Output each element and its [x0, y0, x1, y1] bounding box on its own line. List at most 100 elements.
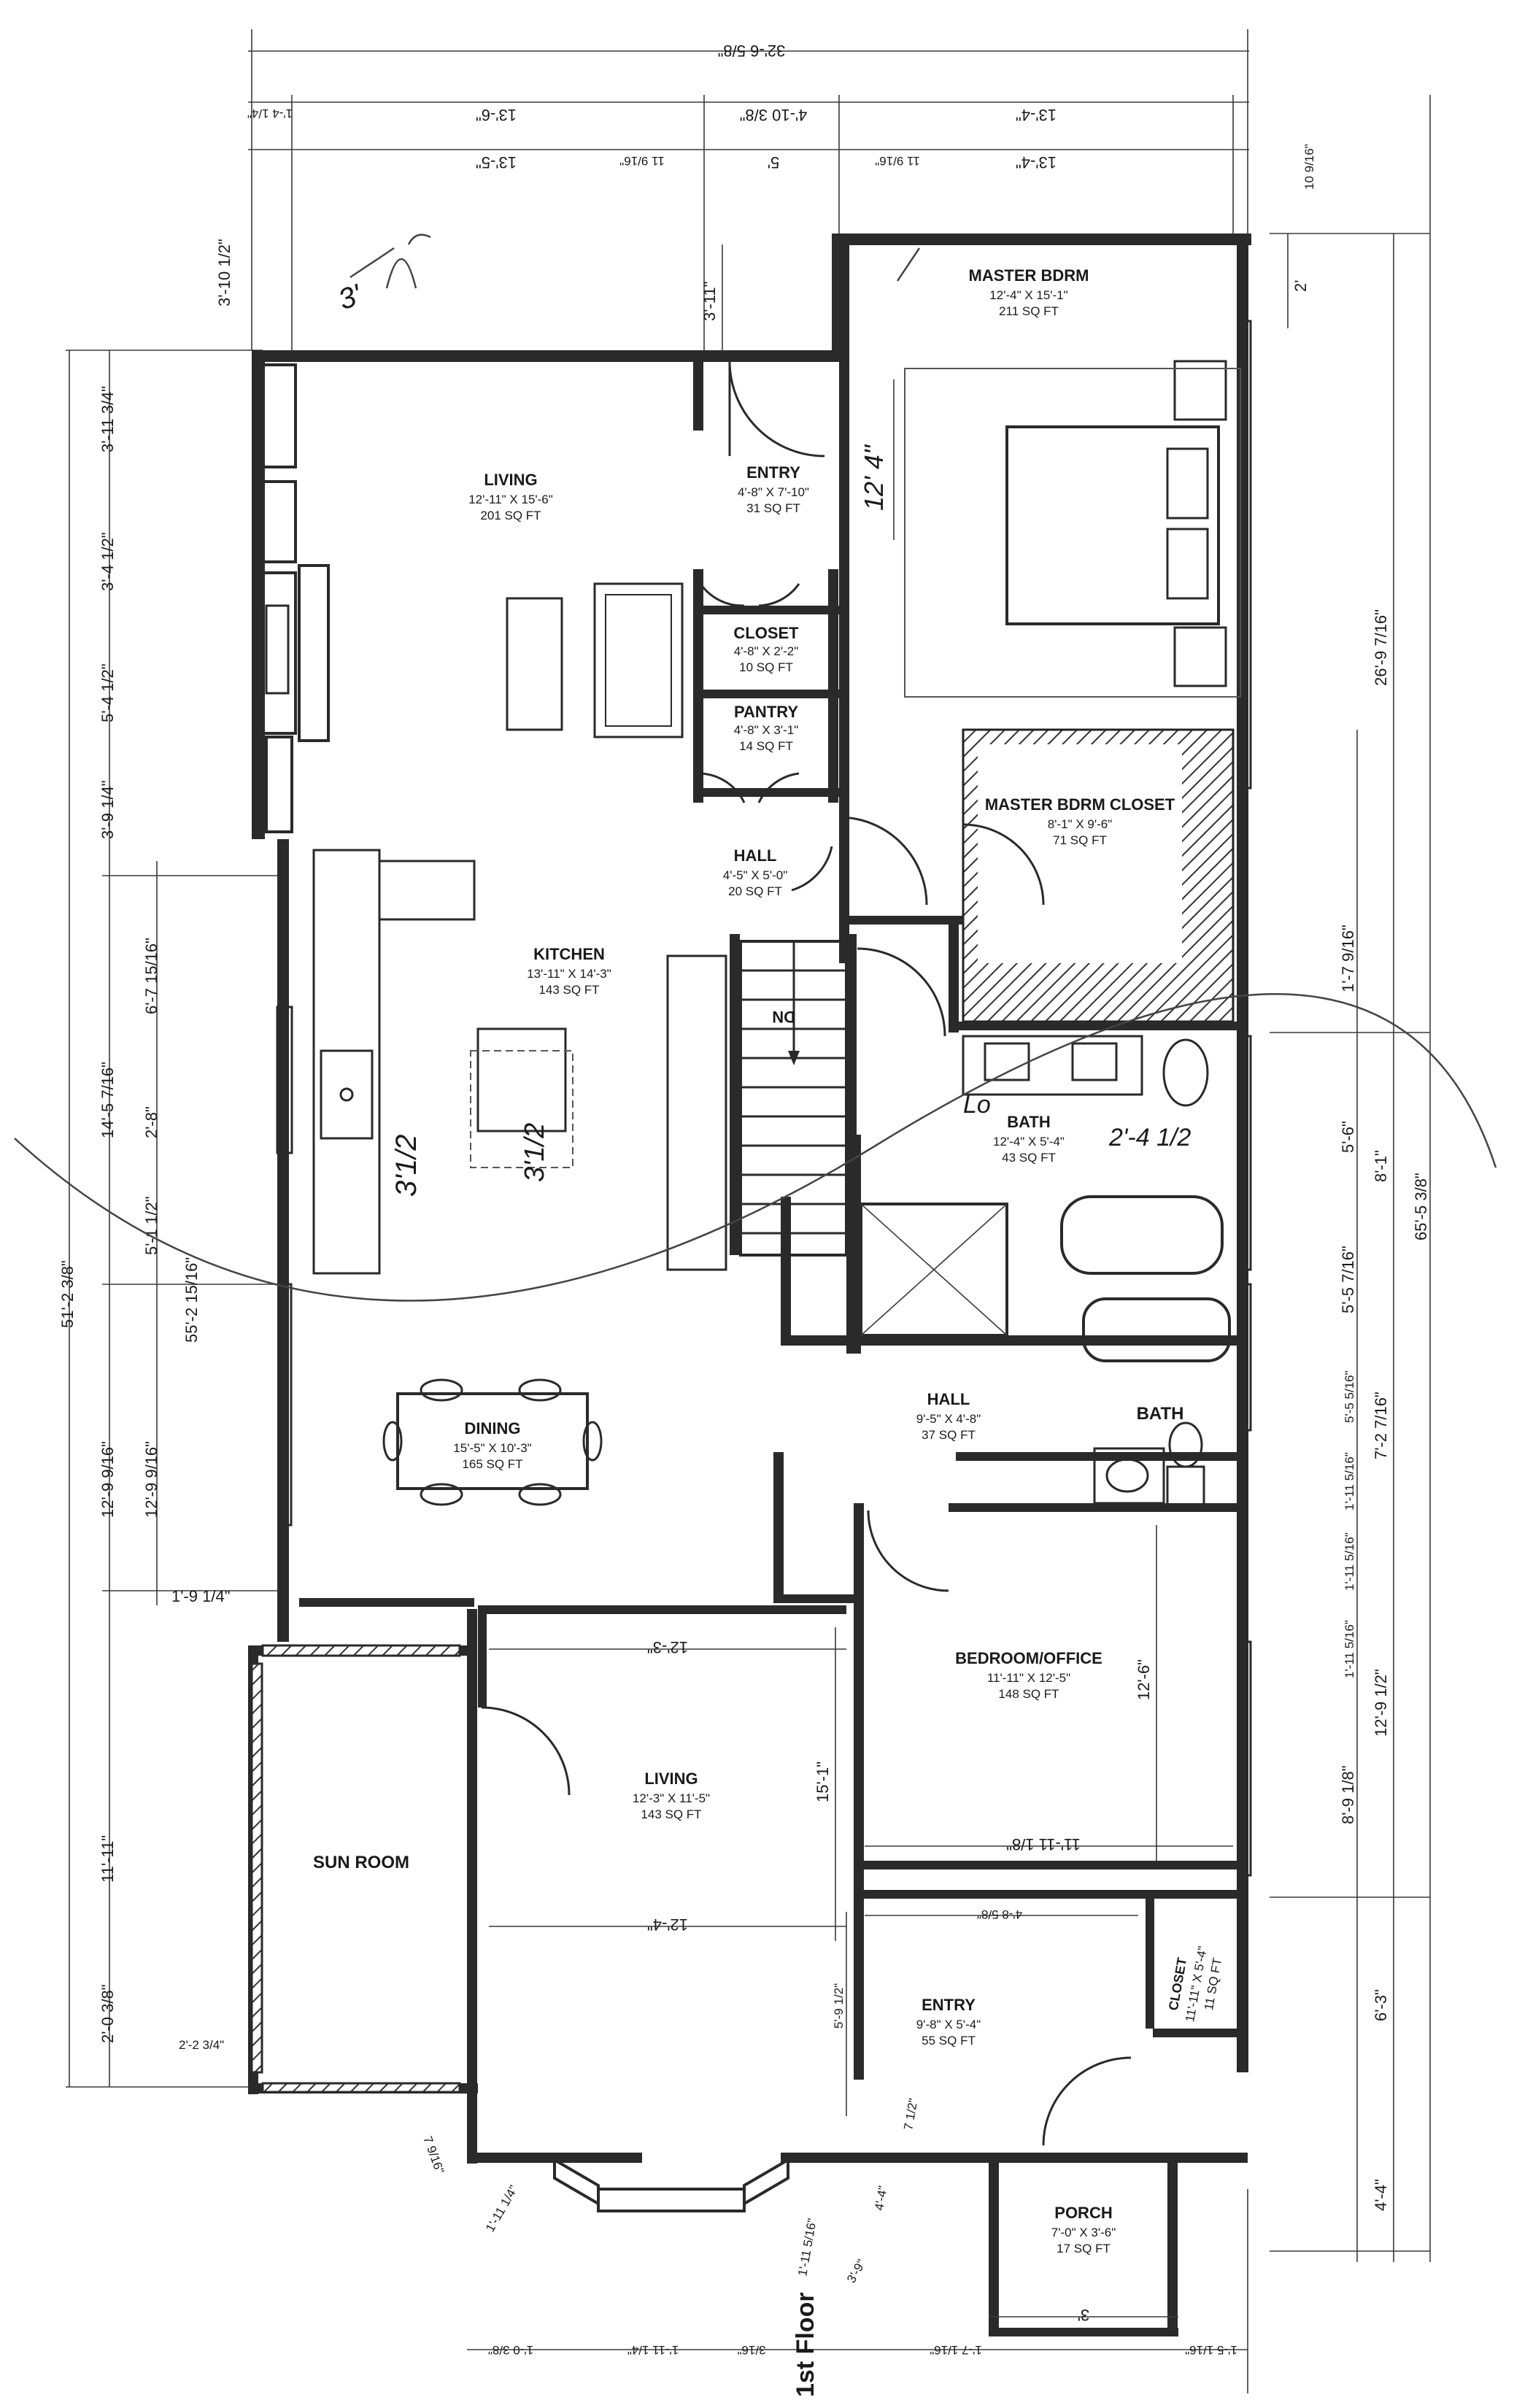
- dining-size: 15'-5" X 10'-3": [453, 1441, 531, 1455]
- dim-left-a: 3'-10 1/2": [215, 239, 233, 306]
- kitchen-name: KITCHEN: [533, 945, 605, 963]
- dim-liv-h: 15'-1": [814, 1761, 832, 1802]
- closet-name: CLOSET: [733, 624, 799, 642]
- dim-bay-f: 3'-9": [844, 2257, 868, 2285]
- hall-lower-name: HALL: [927, 1390, 970, 1408]
- living-lower-area: 143 SQ FT: [641, 1807, 701, 1821]
- bath-upper-name: BATH: [1007, 1113, 1050, 1131]
- interior-dimension-lines: [489, 244, 1233, 2116]
- dim-entry-h: 5'-9 1/2": [832, 1983, 846, 2029]
- dim-bed-w1: 11'-11 1/8": [1006, 1835, 1081, 1853]
- dim-right-b: 5'-6": [1339, 1121, 1357, 1153]
- dim-left-h: 2'-8": [142, 1106, 161, 1138]
- pantry-name: PANTRY: [734, 703, 798, 721]
- bottom-dimension-lines: [467, 2189, 1248, 2393]
- bedroom-office-size: 11'-11" X 12'-5": [987, 1671, 1070, 1685]
- room-labels: MASTER BDRM 12'-4" X 15'-1" 211 SQ FT LI…: [313, 266, 1224, 2255]
- dim-left-m: 1'-9 1/4": [171, 1587, 231, 1605]
- dim-right-i: 1'-11 5/16": [1343, 1620, 1356, 1678]
- stair: [739, 940, 848, 1257]
- dim-left-overall: 51'-2 3/8": [58, 1260, 77, 1328]
- dim-right-m: 4'-4": [1372, 2179, 1390, 2211]
- kitchen-area: 143 SQ FT: [538, 983, 599, 997]
- dim-bay-a: 1'-11 1/4": [483, 2183, 521, 2234]
- master-bdrm-size: 12'-4" X 15'-1": [989, 288, 1067, 302]
- pencil-note-2: 3'1/2: [390, 1135, 422, 1197]
- hall-upper-area: 20 SQ FT: [728, 884, 782, 898]
- closet-size: 4'-8" X 2'-2": [734, 644, 799, 658]
- dim-left-f: 6'-7 15/16": [142, 938, 161, 1014]
- hall-upper-size: 4'-5" X 5'-0": [723, 868, 788, 882]
- hall-lower-size: 9'-5" X 4'-8": [916, 1412, 981, 1426]
- living-upper-area: 201 SQ FT: [480, 509, 541, 522]
- entry-upper-area: 31 SQ FT: [746, 501, 800, 515]
- dim-bay-d: 7 1/2": [901, 2097, 920, 2131]
- pantry-area: 14 SQ FT: [739, 739, 793, 753]
- dim-bay-e: 4'-4": [872, 2185, 890, 2212]
- bedroom-office-name: BEDROOM/OFFICE: [955, 1649, 1102, 1667]
- dim-right-top: 10 9/16": [1302, 144, 1316, 190]
- master-closet-size: 8'-1" X 9'-6": [1048, 817, 1113, 831]
- dim-left-n: 11'-11": [99, 1835, 117, 1883]
- dim-top2-e: 13'-4": [1016, 153, 1057, 171]
- dim-right-g: 1'-11 5/16": [1343, 1452, 1356, 1510]
- pencil-note-5: 2'-4 1/2: [1108, 1124, 1191, 1151]
- dim-right-2: 2': [1291, 280, 1310, 292]
- interior-walls: [299, 234, 1248, 2336]
- dim-right-k: 8'-9 1/8": [1339, 1765, 1357, 1824]
- entry-lower-size: 9'-8" X 5'-4": [916, 2018, 981, 2031]
- dim-top-d: 13'-4": [1016, 106, 1057, 124]
- master-closet-area: 71 SQ FT: [1053, 833, 1107, 847]
- dim-top2-c: 5': [768, 153, 779, 171]
- dim-top-overall: 32'-6 5/8": [718, 42, 786, 60]
- dining-name: DINING: [465, 1419, 521, 1438]
- dim-bot-f: 1'-5 1/16": [1185, 2343, 1237, 2357]
- left-dimension-lines: [66, 350, 277, 2088]
- dim-bed-h: 12'-6": [1135, 1659, 1153, 1700]
- bath-upper-area: 43 SQ FT: [1002, 1151, 1056, 1165]
- kitchen-size: 13'-11" X 14'-3": [527, 967, 611, 981]
- porch-size: 7'-0" X 3'-6": [1051, 2226, 1116, 2239]
- dim-left-d: 5'-4 1/2": [99, 663, 117, 722]
- dim-top2-a: 13'-5": [476, 153, 517, 171]
- dim-right-j: 12'-9 1/2": [1372, 1669, 1390, 1737]
- dim-left-o: 2'-0 3/8": [99, 1984, 117, 2043]
- hall-upper-name: HALL: [734, 846, 777, 865]
- dim-bot-c: 3/16": [737, 2343, 765, 2357]
- porch-name: PORCH: [1054, 2204, 1112, 2222]
- living-upper-name: LIVING: [484, 471, 537, 489]
- dim-top-c: 4'-10 3/8": [740, 106, 808, 124]
- dim-right-a: 1'-7 9/16": [1339, 925, 1357, 992]
- top-dimension-lines: [248, 29, 1249, 350]
- dim-top-a: 13'-6": [476, 106, 517, 124]
- dining-area: 165 SQ FT: [462, 1457, 522, 1471]
- dim-right-overall: 65'-5 3/8": [1412, 1173, 1430, 1240]
- dim-liv-w2: 12'-4": [647, 1915, 688, 1934]
- sun-room-name: SUN ROOM: [313, 1853, 409, 1872]
- dim-left-e: 3'-9 1/4": [99, 780, 117, 839]
- pencil-note-6: 12' 4": [859, 444, 889, 511]
- dim-left-k: 12'-9 9/16": [99, 1441, 117, 1518]
- dim-bot-d: 1'-7 1/16": [930, 2343, 982, 2357]
- dim-right-h: 1'-11 5/16": [1343, 1532, 1356, 1591]
- dim-right-c: 8'-1": [1372, 1150, 1390, 1182]
- living-lower-size: 12'-3" X 11'-5": [633, 1791, 710, 1805]
- dim-top-b: 1'-4 1/4": [247, 107, 293, 120]
- master-bdrm-name: MASTER BDRM: [969, 266, 1089, 285]
- pencil-note-4: Lo: [963, 1091, 991, 1119]
- pencil-annotations: [14, 234, 1497, 1302]
- dim-top2-d: 11 9/16": [875, 154, 920, 168]
- entry-upper-name: ENTRY: [746, 463, 800, 482]
- closet-area: 10 SQ FT: [739, 660, 793, 674]
- dim-right-f: 7'-2 7/16": [1372, 1392, 1390, 1459]
- dim-left-j: 55'-2 15/16": [182, 1257, 201, 1343]
- bedroom-office-area: 148 SQ FT: [998, 1687, 1059, 1701]
- dim-bay-c: 1'-11 5/16": [795, 2218, 819, 2277]
- dim-liv-w1: 12'-3": [647, 1638, 688, 1656]
- dim-bot-e: 3': [1078, 2306, 1089, 2324]
- dim-bay-b: 7 9/16": [420, 2134, 447, 2176]
- entry-upper-size: 4'-8" X 7'-10": [738, 485, 809, 499]
- living-upper-size: 12'-11" X 15'-6": [468, 493, 553, 506]
- floor-label: 1st Floor: [792, 2292, 819, 2397]
